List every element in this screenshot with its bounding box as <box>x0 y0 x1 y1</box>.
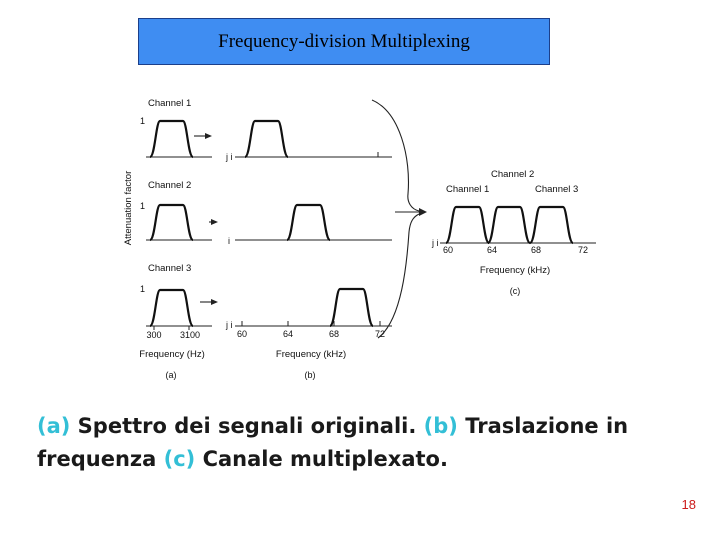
caption-text-b: Traslazione in frequenza <box>37 414 629 471</box>
merge-arrow-head <box>419 208 427 216</box>
merge-arrow-top <box>371 99 420 212</box>
merge-arrow-bottom <box>377 213 420 339</box>
channel-3-label: Channel 3 <box>148 263 191 274</box>
xlabel-c: Frequency (kHz) <box>480 265 550 276</box>
figure-caption: (a) Spettro dei segnali originali. (b) T… <box>37 410 717 476</box>
spectrum-b-ch3 <box>328 287 375 328</box>
axis-mark-b3: j i <box>225 320 233 330</box>
caption-a: (a) <box>166 370 177 380</box>
slide-title: Frequency-division Multiplexing <box>218 30 470 52</box>
tick-label-b-72: 72 <box>375 329 385 339</box>
unit-level-2: 1 <box>140 201 145 211</box>
caption-tag-b: (b) <box>423 414 458 438</box>
unit-level-1: 1 <box>140 116 145 126</box>
arrow-ch3-head <box>211 299 218 305</box>
tick-label-b-68: 68 <box>329 329 339 339</box>
arrow-ch1-head <box>205 133 212 139</box>
caption-text-a: Spettro dei segnali originali. <box>70 414 424 438</box>
caption-c: (c) <box>510 286 521 296</box>
axis-mark-b2: i <box>228 236 230 246</box>
axis-mark-c: j i <box>431 238 439 248</box>
spectrum-c-ch3 <box>528 205 575 245</box>
caption-tag-c: (c) <box>163 447 196 471</box>
unit-level-3: 1 <box>140 284 145 294</box>
y-axis-label: Attenuation factor <box>123 171 134 245</box>
channel-2-label: Channel 2 <box>148 180 191 191</box>
c-label-channel-3: Channel 3 <box>535 184 578 195</box>
tick-label-c-60: 60 <box>443 245 453 255</box>
axis-mark-b1: j i <box>225 152 233 162</box>
tick-label-c-72: 72 <box>578 245 588 255</box>
tick-label-a-3100: 3100 <box>180 330 200 340</box>
spectrum-b-ch2 <box>285 203 332 242</box>
c-label-channel-2: Channel 2 <box>491 169 534 180</box>
spectrum-c-ch1 <box>444 205 491 245</box>
c-label-channel-1: Channel 1 <box>446 184 489 195</box>
channel-1-label: Channel 1 <box>148 98 191 109</box>
tick-label-c-68: 68 <box>531 245 541 255</box>
spectrum-a-ch3 <box>148 288 195 328</box>
xlabel-b: Frequency (kHz) <box>276 349 346 360</box>
spectrum-b-ch1 <box>243 119 290 159</box>
caption-text-c: Canale multiplexato. <box>195 447 448 471</box>
caption-b: (b) <box>305 370 316 380</box>
tick-label-a-300: 300 <box>146 330 161 340</box>
arrow-ch2-head <box>211 219 218 225</box>
title-box: Frequency-division Multiplexing <box>138 18 550 65</box>
tick-label-b-64: 64 <box>283 329 293 339</box>
spectrum-a-ch2 <box>148 203 195 242</box>
tick-label-c-64: 64 <box>487 245 497 255</box>
caption-tag-a: (a) <box>37 414 71 438</box>
fdm-diagram: Attenuation factor Channel 1 1 j i Chann… <box>123 98 596 380</box>
spectrum-a-ch1 <box>148 119 195 159</box>
spectrum-c-ch2 <box>486 205 532 245</box>
page-number: 18 <box>681 497 696 512</box>
tick-label-b-60: 60 <box>237 329 247 339</box>
xlabel-a: Frequency (Hz) <box>139 349 204 360</box>
